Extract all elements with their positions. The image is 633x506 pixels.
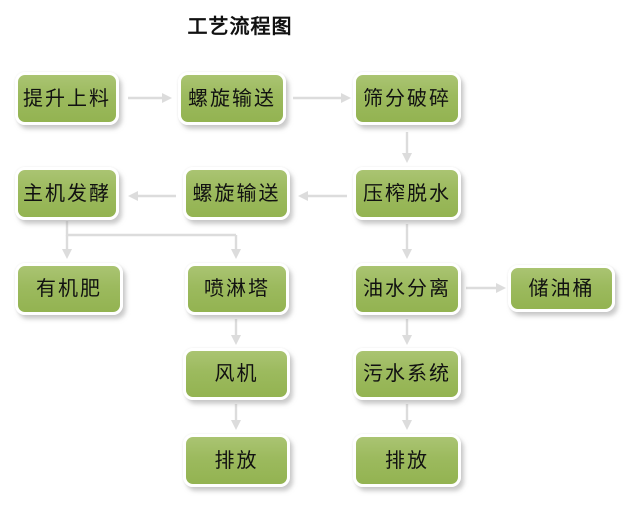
flow-node-oil-water-separator: 油水分离 <box>353 263 461 315</box>
arrow-down-icon <box>402 224 412 259</box>
arrow-left-icon <box>298 191 347 201</box>
flow-node-discharge-air: 排放 <box>183 434 290 487</box>
node-label: 提升上料 <box>23 87 111 110</box>
node-label: 螺旋输送 <box>188 87 276 110</box>
flow-node-discharge-water: 排放 <box>353 434 461 487</box>
flow-node-lifting-feed: 提升上料 <box>15 72 119 125</box>
arrow-down-icon <box>231 404 241 430</box>
arrow-left-icon <box>128 191 176 201</box>
arrow-down-icon <box>402 132 412 163</box>
flow-node-organic-fertilizer: 有机肥 <box>15 263 123 315</box>
node-label: 压榨脱水 <box>363 182 451 205</box>
arrow-right-icon <box>128 93 172 103</box>
flow-node-screening-crushing: 筛分破碎 <box>353 72 461 125</box>
flow-node-oil-storage-tank: 储油桶 <box>508 265 615 312</box>
node-label: 储油桶 <box>528 277 595 300</box>
flow-node-spray-tower: 喷淋塔 <box>185 263 289 315</box>
flow-node-main-fermentation: 主机发酵 <box>15 167 119 220</box>
flow-node-screw-conveyor-1: 螺旋输送 <box>178 72 286 125</box>
node-label: 排放 <box>385 449 429 472</box>
node-label: 排放 <box>214 449 259 472</box>
node-label: 风机 <box>214 363 259 385</box>
node-label: 喷淋塔 <box>204 278 270 300</box>
flow-node-sewage-system: 污水系统 <box>353 348 461 400</box>
node-label: 油水分离 <box>363 278 451 300</box>
flow-node-fan: 风机 <box>183 348 290 400</box>
branch-connector <box>62 221 241 259</box>
node-label: 筛分破碎 <box>363 87 451 110</box>
arrow-down-icon <box>231 319 241 345</box>
node-label: 螺旋输送 <box>192 182 281 205</box>
flow-node-press-dewatering: 压榨脱水 <box>353 167 461 220</box>
node-label: 有机肥 <box>36 278 102 300</box>
flow-node-screw-conveyor-2: 螺旋输送 <box>183 167 290 220</box>
arrow-right-icon <box>293 93 351 103</box>
arrow-right-icon <box>466 283 506 293</box>
diagram-title: 工艺流程图 <box>187 16 293 38</box>
node-label: 污水系统 <box>363 363 451 385</box>
arrow-down-icon <box>402 319 412 345</box>
node-label: 主机发酵 <box>23 182 111 205</box>
arrow-down-icon <box>402 404 412 430</box>
